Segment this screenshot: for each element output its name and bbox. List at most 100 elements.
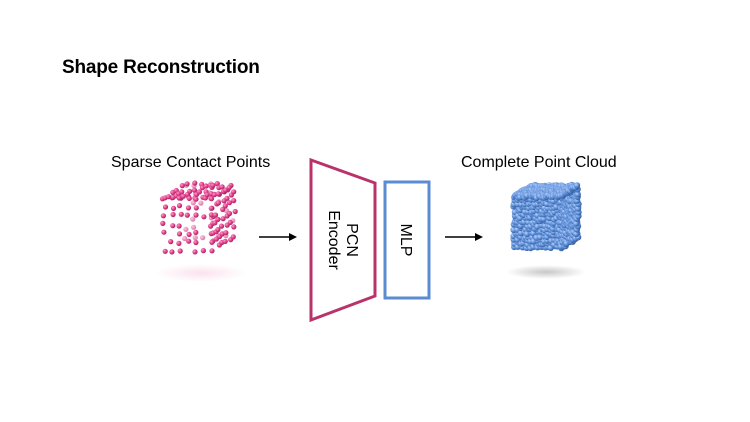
cloud-point <box>231 224 237 230</box>
cloud-point <box>215 216 221 222</box>
cloud-point <box>193 212 199 218</box>
cloud-point <box>186 195 192 201</box>
cloud-point <box>193 196 199 202</box>
cloud-point <box>176 240 182 246</box>
cloud-point <box>193 205 199 211</box>
cloud-point <box>212 212 219 218</box>
cloud-point <box>191 187 198 193</box>
arrow-right-icon <box>445 233 483 241</box>
cloud-point <box>178 211 184 217</box>
cloud-point <box>193 239 199 246</box>
cloud-point <box>226 210 233 217</box>
cloud-point <box>160 213 166 219</box>
cloud-point <box>191 224 197 230</box>
cloud-point <box>215 200 221 206</box>
cloud-point <box>203 183 209 189</box>
cloud-point <box>176 203 183 209</box>
cloud-point <box>200 248 206 254</box>
output-label: Complete Point Cloud <box>461 154 617 171</box>
cloud-point <box>176 223 182 229</box>
cloud-point <box>223 187 229 193</box>
encoder-label-line2: Encoder <box>325 210 342 270</box>
slide-title: Shape Reconstruction <box>62 57 260 78</box>
cloud-point <box>201 214 207 220</box>
cloud-point <box>226 184 232 191</box>
cloud-point <box>168 239 174 245</box>
cloud-point <box>177 248 183 254</box>
cloud-point <box>212 220 218 226</box>
cloud-point <box>165 194 172 200</box>
cloud-point <box>223 230 229 236</box>
cloud-point <box>222 203 228 209</box>
cloud-point <box>176 231 183 237</box>
cloud-point <box>162 248 168 254</box>
cloud-point <box>179 183 185 189</box>
cloud-point <box>227 219 233 225</box>
cloud-point <box>540 215 547 223</box>
arrow-right-icon <box>259 233 297 241</box>
cloud-point <box>226 200 232 206</box>
encoder-label-line1: PCN <box>343 223 360 257</box>
cloud-point <box>209 248 215 254</box>
cloud-point <box>218 223 225 229</box>
cloud-point <box>179 189 185 195</box>
cloud-point <box>184 181 190 187</box>
cloud-point <box>183 226 189 232</box>
cloud-point <box>231 189 237 195</box>
sparse-cloud-shadow <box>155 264 247 282</box>
cloud-point <box>161 229 167 235</box>
cloud-point <box>215 191 221 197</box>
cloud-point <box>211 192 218 198</box>
cloud-point <box>215 227 221 233</box>
cloud-point <box>208 196 215 202</box>
cloud-point <box>210 182 216 188</box>
cloud-point <box>200 235 206 241</box>
cloud-point <box>162 204 169 210</box>
cloud-point <box>186 238 192 244</box>
cloud-point <box>190 200 196 206</box>
cloud-point <box>193 229 199 235</box>
cloud-point <box>180 193 186 199</box>
cloud-point <box>230 234 236 240</box>
cloud-point <box>160 220 166 226</box>
mlp-label: MLP <box>397 224 414 257</box>
cloud-point <box>232 208 238 215</box>
cloud-point <box>231 198 237 204</box>
cloud-point <box>536 233 544 241</box>
cloud-point <box>169 249 175 255</box>
cloud-point <box>187 188 193 194</box>
cloud-point <box>198 200 204 206</box>
cloud-point <box>219 184 225 190</box>
dense-point-cloud <box>510 181 582 252</box>
cloud-point <box>573 182 581 189</box>
cloud-point <box>182 235 188 242</box>
cloud-point <box>224 195 230 201</box>
cloud-point <box>192 249 198 255</box>
cloud-point <box>208 205 214 211</box>
cloud-point <box>190 216 196 222</box>
input-label: Sparse Contact Points <box>111 154 271 171</box>
cloud-point <box>192 235 198 241</box>
cloud-point <box>176 195 182 201</box>
pcn-encoder-block <box>309 157 377 323</box>
dense-cloud-shadow <box>506 265 586 279</box>
cloud-point <box>170 223 176 229</box>
cloud-point <box>574 191 581 198</box>
cloud-point <box>573 220 580 227</box>
cloud-point <box>185 205 192 211</box>
cloud-point <box>204 192 210 198</box>
cloud-point <box>196 189 202 195</box>
cloud-point <box>184 212 190 218</box>
cloud-point <box>170 205 177 211</box>
cloud-point <box>214 181 220 187</box>
cloud-point <box>170 211 176 218</box>
cloud-point <box>220 216 226 222</box>
sparse-point-cloud <box>159 180 238 255</box>
cloud-point <box>209 239 215 245</box>
mlp-block <box>383 180 431 300</box>
cloud-point <box>186 231 192 237</box>
cloud-point <box>222 238 228 244</box>
cloud-point <box>208 212 214 218</box>
